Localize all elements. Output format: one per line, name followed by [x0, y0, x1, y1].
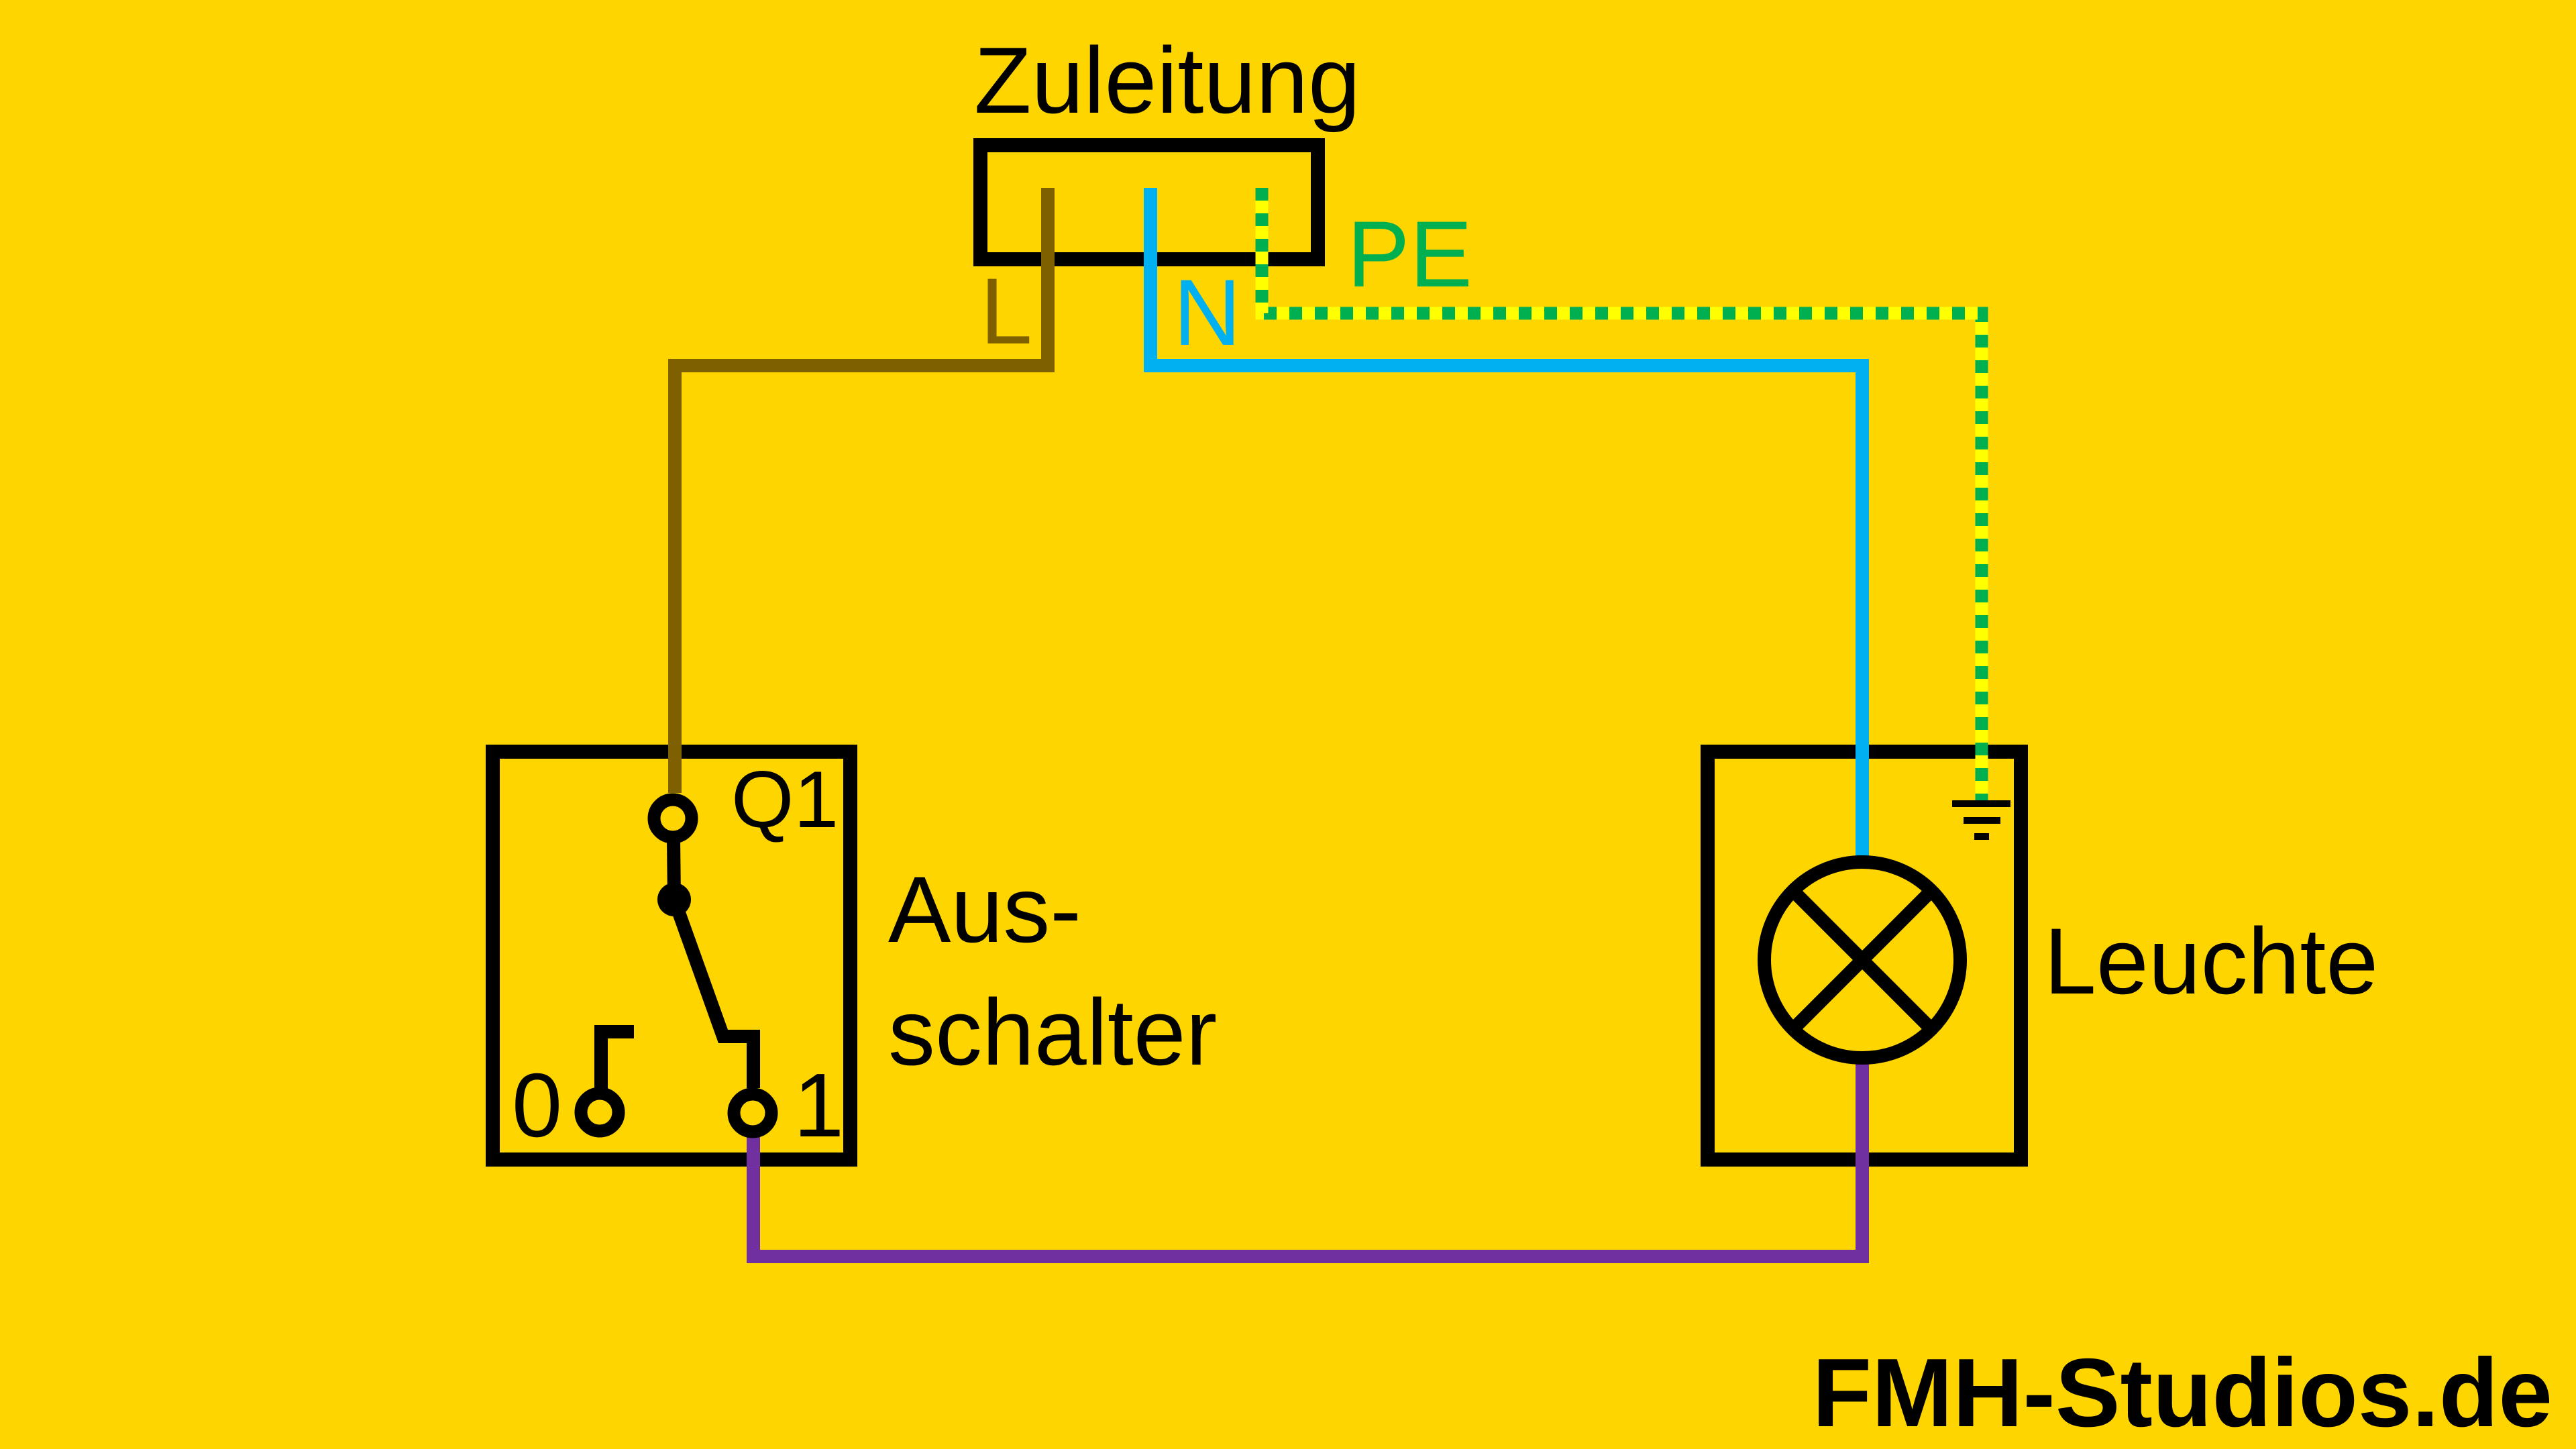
wire-l-brown — [668, 188, 1055, 793]
switch-pos-0-label: 0 — [512, 1055, 563, 1156]
wire-n-blue — [1144, 188, 1869, 862]
wire-switched-purple — [747, 1058, 1869, 1263]
switch-contact-0-arm — [594, 1025, 634, 1093]
supply-label: Zuleitung — [974, 28, 1360, 133]
switch-name-line1: Aus- — [888, 857, 1081, 962]
lamp-cross-line-2 — [1788, 885, 1937, 1034]
switch-designator: Q1 — [731, 755, 839, 845]
lamp-label: Leuchte — [2044, 908, 2379, 1014]
watermark: FMH-Studios.de — [1812, 1338, 2553, 1447]
earth-icon — [1952, 800, 2010, 840]
switch-terminal-1-icon — [727, 1087, 778, 1138]
wire-l-label: L — [980, 258, 1032, 364]
switch-terminal-top-icon — [647, 793, 698, 844]
wire-pe-label: PE — [1347, 201, 1472, 307]
switch-terminal-0-icon — [574, 1087, 625, 1138]
wire-n-label: N — [1173, 260, 1242, 365]
switch-name-line2: schalter — [888, 979, 1218, 1085]
wire-pe-yellow-stripes — [1255, 188, 1988, 801]
switch-pos-1-label: 1 — [794, 1055, 845, 1156]
lamp-icon — [1758, 855, 1967, 1065]
switch-lever-icon — [667, 897, 760, 1088]
